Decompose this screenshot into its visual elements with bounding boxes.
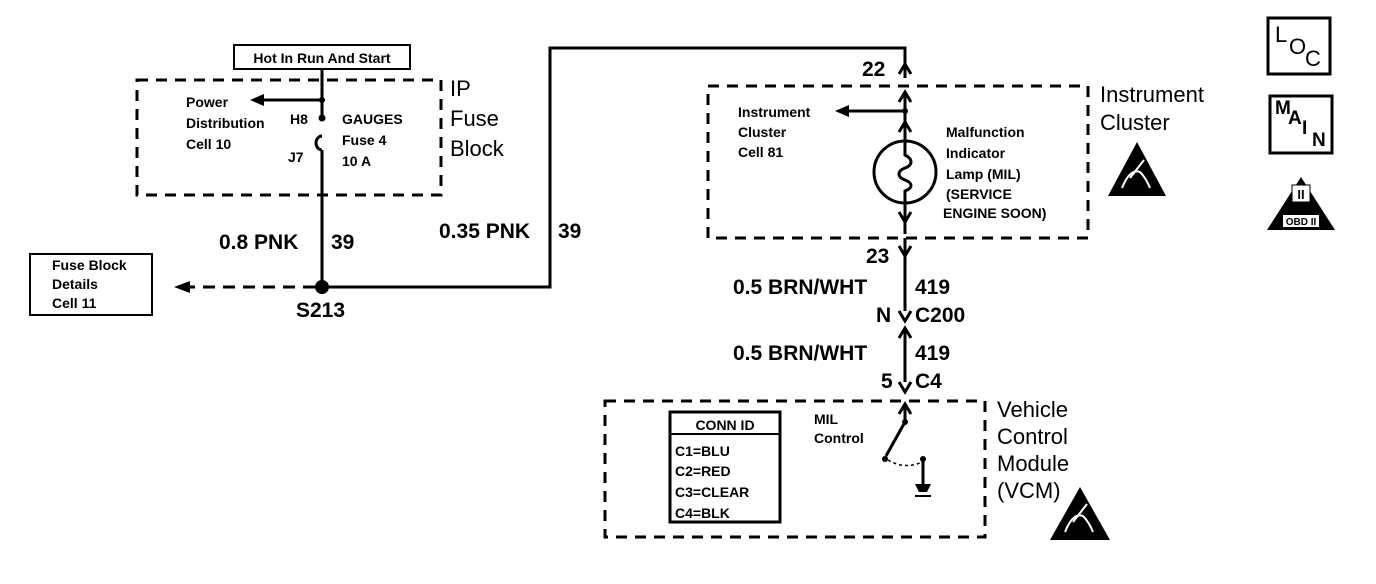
conn-id-header: CONN ID <box>695 417 754 433</box>
cluster-ref-arrow-icon <box>835 105 849 117</box>
fuse-block-details-line2: Details <box>52 276 98 292</box>
main-badge-letter-n: N <box>1312 130 1326 151</box>
cluster-ref-line2: Cluster <box>738 124 787 140</box>
loc-badge-letter-c: C <box>1305 46 1321 71</box>
mil-label-line2: Indicator <box>946 145 1006 161</box>
esd-warning-icon <box>1050 487 1110 540</box>
conn-id-row-3: C3=CLEAR <box>675 484 749 500</box>
cluster-pin-23-label: 23 <box>866 245 889 268</box>
main-badge[interactable]: M A I N <box>1268 94 1334 155</box>
mil-control-switch-blade <box>884 421 907 457</box>
lamp-bottom-arrow-icon <box>897 211 913 225</box>
power-distribution-ref-line2: Distribution <box>186 115 265 131</box>
splice-s213-dot <box>315 280 329 294</box>
vcm-title-line3: Module <box>997 451 1069 476</box>
conn-id-row-4: C4=BLK <box>675 505 730 521</box>
vcm-title-line2: Control <box>997 424 1068 449</box>
ip-fuse-block-title-line3: Block <box>450 136 505 161</box>
fuse-4-symbol <box>314 134 323 152</box>
conn-id-row-1: C1=BLU <box>675 443 730 459</box>
main-badge-letter-a: A <box>1288 108 1302 129</box>
fuse-name-line2: Fuse 4 <box>342 132 387 148</box>
c4-connector-icon <box>897 381 913 395</box>
wire-lower-circuit: 419 <box>915 342 950 365</box>
main-badge-letter-i: I <box>1302 118 1307 139</box>
wire-upper-gauge: 0.5 BRN/WHT <box>733 276 867 299</box>
loc-badge-letter-o: O <box>1289 34 1306 59</box>
fuse-block-details-line1: Fuse Block <box>52 257 127 273</box>
loc-badge[interactable]: L O C <box>1266 16 1332 76</box>
obd-ii-mark: II <box>1297 187 1304 202</box>
pin-h8-label: H8 <box>290 111 308 127</box>
vcm-boundary <box>603 399 987 539</box>
mil-label-line1: Malfunction <box>946 124 1025 140</box>
c200-pin-label: N <box>876 304 891 327</box>
fuse-block-details-arrow-icon <box>174 281 190 293</box>
mil-control-label-line2: Control <box>814 430 864 446</box>
wire-left-circuit: 39 <box>331 231 354 254</box>
c200-name-label: C200 <box>915 304 965 327</box>
mil-switch-actuator-icon <box>887 459 923 467</box>
mil-label-line4: (SERVICE <box>946 186 1012 202</box>
pin-h8-dot <box>318 114 326 122</box>
hot-in-run-start-label: Hot In Run And Start <box>253 50 390 66</box>
c200-connector-top-icon <box>897 310 913 324</box>
fuse-block-details-box <box>29 253 153 316</box>
wire-right-gauge: 0.35 PNK <box>439 220 530 243</box>
instrument-cluster-title-line1: Instrument <box>1100 82 1204 107</box>
mil-label-line3: Lamp (MIL) <box>946 166 1021 182</box>
ground-icon <box>915 484 931 492</box>
mil-lamp-filament-icon <box>897 140 913 204</box>
ip-fuse-block-title-line2: Fuse <box>450 106 499 131</box>
ip-fuse-block-title-line1: IP <box>450 76 471 101</box>
power-distribution-arrow-icon <box>250 94 264 106</box>
wire-0-35-pnk-39 <box>329 46 907 289</box>
pin-j7-label: J7 <box>288 149 304 165</box>
obd-ii-badge[interactable]: II OBD II <box>1267 177 1335 230</box>
mil-control-label-line1: MIL <box>814 411 839 427</box>
cluster-ref-line3: Cell 81 <box>738 144 783 160</box>
fuse-block-details-line3: Cell 11 <box>52 295 97 311</box>
mil-switch-pivot-dot <box>882 456 888 462</box>
cluster-ref-line1: Instrument <box>738 104 811 120</box>
conn-id-box <box>668 410 782 524</box>
fuse-name-line3: 10 A <box>342 153 371 169</box>
instrument-cluster-boundary <box>706 84 1090 240</box>
obd-ii-label: OBD II <box>1286 217 1317 228</box>
fuse-name-line1: GAUGES <box>342 111 403 127</box>
loc-badge-letter-l: L <box>1275 22 1287 47</box>
main-badge-letter-m: M <box>1275 98 1291 119</box>
lamp-top-arrow-icon <box>897 119 913 133</box>
wire-left-gauge: 0.8 PNK <box>219 231 298 254</box>
c4-name-label: C4 <box>915 370 942 393</box>
vcm-title-line4: (VCM) <box>997 478 1061 503</box>
instrument-cluster-title-line2: Cluster <box>1100 110 1170 135</box>
ip-fuse-block-boundary <box>135 78 443 197</box>
mil-label-line5: ENGINE SOON) <box>943 205 1046 221</box>
wire-lower-gauge: 0.5 BRN/WHT <box>733 342 867 365</box>
conn-id-row-2: C2=RED <box>675 463 731 479</box>
splice-s213-label: S213 <box>296 299 345 322</box>
wire-upper-circuit: 419 <box>915 276 950 299</box>
vcm-title-line1: Vehicle <box>997 397 1068 422</box>
c4-pin-label: 5 <box>881 370 893 393</box>
power-distribution-ref-line1: Power <box>186 94 229 110</box>
power-distribution-ref-line3: Cell 10 <box>186 136 231 152</box>
cluster-pin-22-label: 22 <box>862 58 885 81</box>
wire-right-circuit: 39 <box>558 220 581 243</box>
esd-warning-icon <box>1108 142 1166 196</box>
